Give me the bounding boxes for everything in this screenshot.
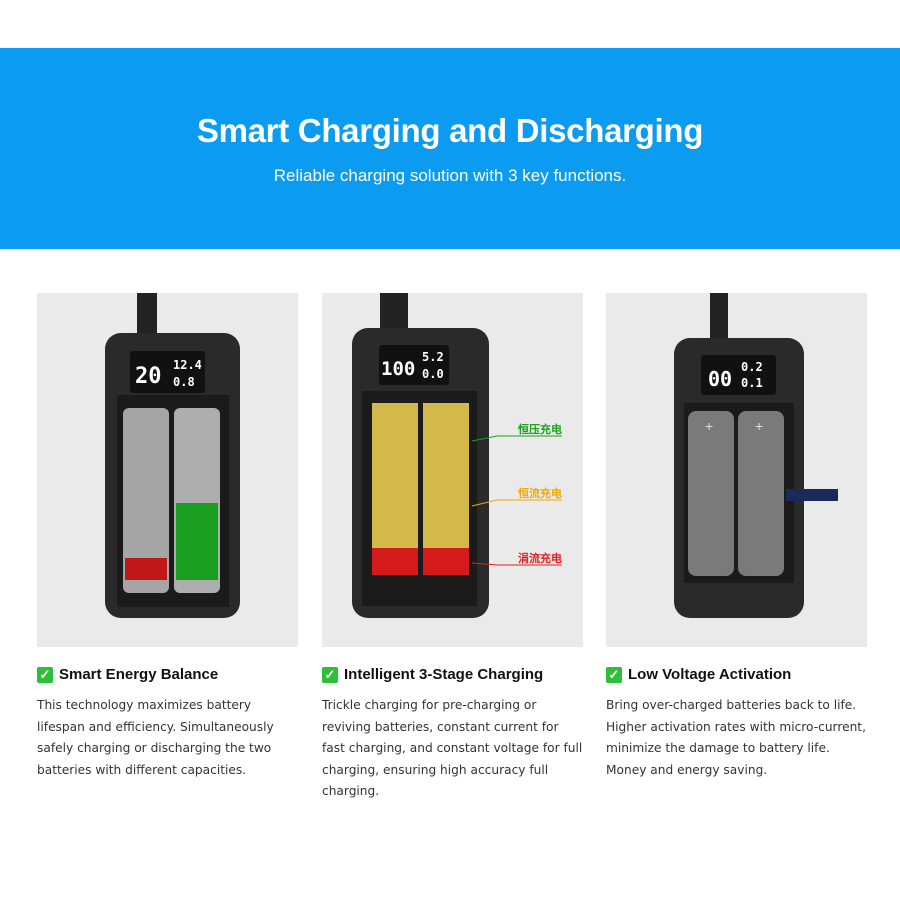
svg-text:0.8: 0.8 — [173, 375, 195, 389]
feature-description: Bring over-charged batteries back to lif… — [606, 698, 866, 777]
svg-text:0.2: 0.2 — [741, 360, 763, 374]
feature-title: Low Voltage Activation — [628, 666, 792, 683]
check-icon: ✓ — [37, 666, 53, 683]
feature-description: Trickle charging for pre-charging or rev… — [322, 698, 583, 798]
charger-image: 00 0.2 0.1 + + — [606, 293, 867, 647]
svg-text:0.1: 0.1 — [741, 376, 763, 390]
page-subtitle: Reliable charging solution with 3 key fu… — [273, 166, 627, 185]
check-icon: ✓ — [322, 666, 338, 683]
svg-text:涓流充电: 涓流充电 — [518, 551, 562, 565]
svg-text:恒压充电: 恒压充电 — [518, 422, 562, 436]
charger-image: 100 5.2 0.0 恒压充电 恒流充电 涓流充电 — [322, 293, 583, 647]
header-banner: Smart Charging and Discharging Reliable … — [0, 48, 900, 249]
check-icon: ✓ — [606, 666, 622, 683]
feature-card-3-stage: 100 5.2 0.0 恒压充电 恒流充电 涓流充电 ✓ Intelligent … — [322, 293, 583, 803]
feature-description: This technology maximizes battery lifesp… — [37, 698, 274, 777]
feature-title: Intelligent 3-Stage Charging — [344, 666, 544, 683]
charger-image: 20 12.4 0.8 — [37, 293, 298, 647]
feature-card-low-voltage: 00 0.2 0.1 + + ✓ Low Voltage Activation B… — [606, 293, 867, 781]
svg-text:恒流充电: 恒流充电 — [518, 486, 562, 500]
svg-text:5.2: 5.2 — [422, 350, 444, 364]
svg-text:100: 100 — [381, 358, 415, 380]
plus-icon: + — [705, 418, 713, 434]
feature-card-energy-balance: 20 12.4 0.8 ✓ Smart Energy Balance This t… — [37, 293, 298, 781]
svg-text:0.0: 0.0 — [422, 367, 444, 381]
plus-icon: + — [755, 418, 763, 434]
svg-text:00: 00 — [708, 367, 732, 391]
feature-title: Smart Energy Balance — [59, 666, 219, 683]
svg-text:20: 20 — [135, 364, 162, 389]
svg-text:12.4: 12.4 — [173, 358, 202, 372]
page-title: Smart Charging and Discharging — [196, 112, 704, 149]
